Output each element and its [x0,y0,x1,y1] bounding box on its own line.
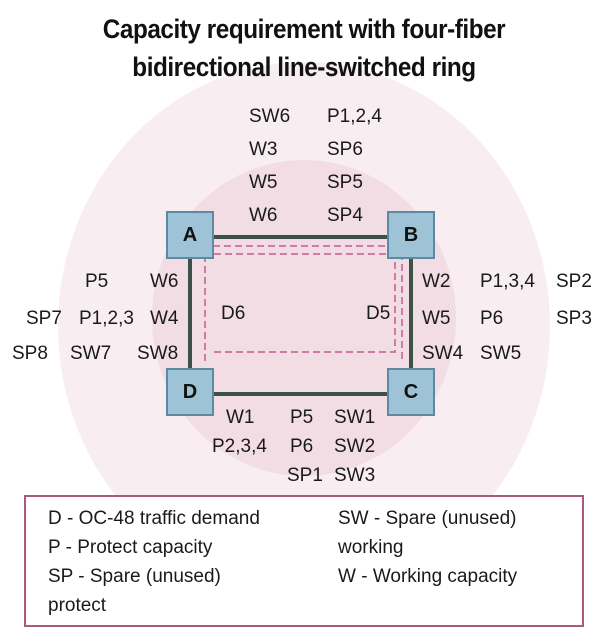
span-bc-label: SW4 [422,343,464,364]
span-ab-label: W3 [249,139,278,160]
span-cd-label: SW1 [334,407,376,428]
span-cd-label: W1 [226,407,255,428]
span-bc-label: P6 [480,308,504,329]
span-cd-label: P2,3,4 [212,436,267,457]
span-ab-label: W5 [249,172,278,193]
legend-item-sw: SW - Spare (unused) [338,508,517,529]
span-da-label: P5 [85,271,109,292]
legend-item-p: P - Protect capacity [48,537,213,558]
demand-label-d6: D6 [221,303,246,324]
demand-path-d6 [213,245,396,353]
span-bc-label: SP3 [556,308,592,329]
span-ab-label: SP6 [327,139,363,160]
span-cd-label: SW2 [334,436,376,457]
span-ab-label: SW6 [249,106,291,127]
title-line-2: bidirectional line-switched ring [132,52,476,82]
span-ab-label: P1,2,4 [327,106,382,127]
node-b: B [387,211,435,259]
span-cd-label: P6 [290,436,314,457]
legend-item-w: W - Working capacity [338,566,518,587]
span-da-label: W6 [150,271,179,292]
span-da-label: P1,2,3 [79,308,134,329]
demand-label-d5: D5 [366,303,391,324]
span-ab-label: SP5 [327,172,363,193]
node-c: C [387,368,435,416]
node-a: A [166,211,214,259]
span-da-label: SP8 [12,343,48,364]
span-da-label: SP7 [26,308,62,329]
span-cd-label: SP1 [287,465,323,486]
legend-item-sp: SP - Spare (unused) [48,566,221,587]
title-line-1: Capacity requirement with four-fiber [102,14,506,44]
span-ab-label: SP4 [327,205,363,226]
span-bc-label: P1,3,4 [480,271,535,292]
span-bc-label: SP2 [556,271,592,292]
span-bc-label: W2 [422,271,451,292]
span-ab-label: W6 [249,205,278,226]
span-da-label: SW8 [137,343,179,364]
span-cd-label: SW3 [334,465,376,486]
span-bc-label: W5 [422,308,451,329]
legend-box: D - OC-48 traffic demand P - Protect cap… [24,495,584,627]
span-da-label: SW7 [70,343,112,364]
node-d: D [166,368,214,416]
legend-item-d: D - OC-48 traffic demand [48,508,260,529]
span-da-label: W4 [150,308,179,329]
span-bc-label: SW5 [480,343,522,364]
legend-item-sp-cont: protect [48,595,107,616]
span-cd-label: P5 [290,407,314,428]
legend-item-sw-cont: working [338,537,404,558]
